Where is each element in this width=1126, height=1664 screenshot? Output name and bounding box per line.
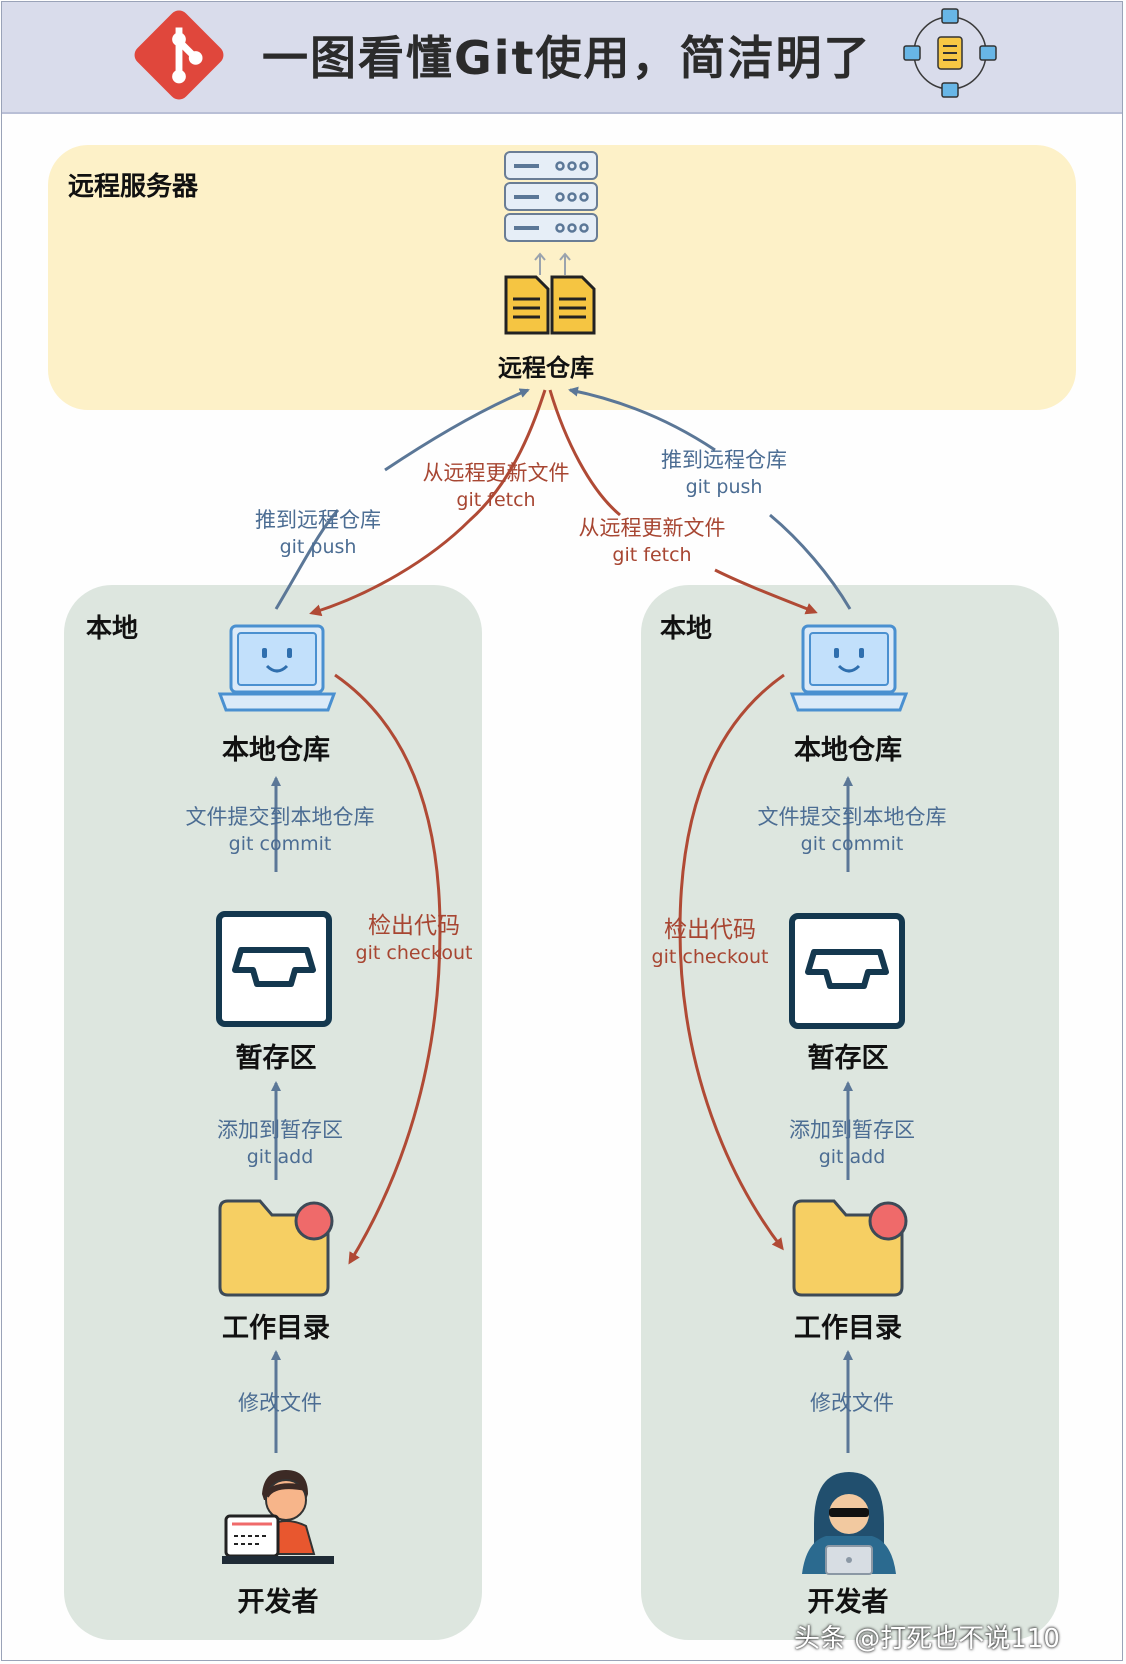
page-title: 一图看懂Git使用，简洁明了	[262, 31, 872, 85]
remote-repo-label: 远程仓库	[498, 354, 594, 382]
right-fetch-arrow	[548, 389, 815, 612]
left-push-cmd: git push	[279, 536, 357, 558]
right-checkout-zh: 检出代码	[664, 917, 756, 943]
developer-icon	[222, 1470, 334, 1564]
folder-icon	[218, 1199, 334, 1297]
left-push-step: 推到远程仓库 git push	[255, 506, 381, 560]
right-checkout-cmd: git checkout	[651, 946, 769, 968]
right-commit-cmd: git commit	[800, 833, 904, 855]
left-checkout-step: 检出代码 git checkout	[356, 912, 473, 966]
left-commit-step: 文件提交到本地仓库 git commit	[186, 803, 375, 857]
right-push-cmd: git push	[685, 476, 763, 498]
laptop-icon	[217, 624, 337, 712]
left-fetch-step: 从远程更新文件 git fetch	[423, 459, 570, 513]
right-push-step: 推到远程仓库 git push	[661, 446, 787, 500]
right-fetch-step: 从远程更新文件 git fetch	[579, 514, 726, 568]
right-fetch-zh: 从远程更新文件	[578, 516, 726, 540]
right-commit-zh: 文件提交到本地仓库	[757, 805, 947, 829]
right-push-zh: 推到远程仓库	[661, 448, 787, 472]
left-checkout-zh: 检出代码	[368, 913, 460, 939]
folder-icon	[792, 1199, 908, 1297]
left-staging-label: 暂存区	[235, 1043, 317, 1074]
left-add-cmd: git add	[246, 1146, 314, 1168]
left-push-arrow	[274, 390, 528, 610]
left-checkout-cmd: git checkout	[355, 942, 473, 964]
right-modify-step: 修改文件	[810, 1389, 894, 1417]
left-add-step: 添加到暂存区 git add	[217, 1116, 343, 1170]
left-commit-zh: 文件提交到本地仓库	[185, 805, 375, 829]
right-developer-label: 开发者	[807, 1587, 889, 1618]
right-add-zh: 添加到暂存区	[789, 1118, 915, 1142]
right-checkout-step: 检出代码 git checkout	[652, 916, 769, 970]
left-developer-label: 开发者	[237, 1587, 319, 1618]
right-add-step: 添加到暂存区 git add	[789, 1116, 915, 1170]
git-logo-icon	[134, 10, 224, 100]
right-push-arrow	[570, 390, 852, 610]
right-add-cmd: git add	[818, 1146, 886, 1168]
hacker-icon	[802, 1472, 896, 1575]
watermark: 头条 @打死也不说110	[794, 1624, 1060, 1654]
structure-diagram-icon	[903, 8, 997, 98]
left-workdir-label: 工作目录	[222, 1313, 330, 1344]
server-icon	[504, 151, 598, 242]
left-fetch-zh: 从远程更新文件	[422, 461, 570, 485]
right-commit-step: 文件提交到本地仓库 git commit	[758, 803, 947, 857]
left-checkout-arrow	[334, 673, 442, 1265]
left-commit-cmd: git commit	[228, 833, 332, 855]
right-modify-zh: 修改文件	[810, 1391, 894, 1415]
left-local-repo-label: 本地仓库	[222, 735, 330, 766]
left-fetch-cmd: git fetch	[456, 489, 536, 511]
inbox-icon	[216, 911, 332, 1027]
remote-zone-label: 远程服务器	[68, 172, 199, 202]
left-fetch-arrow	[309, 389, 547, 617]
documents-icon	[504, 275, 596, 335]
left-add-zh: 添加到暂存区	[217, 1118, 343, 1142]
right-workdir-label: 工作目录	[794, 1313, 902, 1344]
right-checkout-arrow	[678, 673, 785, 1251]
server-upload-arrows	[534, 252, 571, 275]
left-modify-zh: 修改文件	[238, 1391, 322, 1415]
inbox-icon	[789, 913, 905, 1029]
right-fetch-cmd: git fetch	[612, 544, 692, 566]
left-zone-label: 本地	[86, 614, 139, 644]
right-zone-label: 本地	[660, 614, 713, 644]
left-push-zh: 推到远程仓库	[255, 508, 381, 532]
left-local-zone	[64, 585, 482, 1640]
left-modify-step: 修改文件	[238, 1389, 322, 1417]
right-staging-label: 暂存区	[807, 1043, 889, 1074]
right-local-repo-label: 本地仓库	[794, 735, 902, 766]
laptop-icon	[789, 624, 909, 712]
